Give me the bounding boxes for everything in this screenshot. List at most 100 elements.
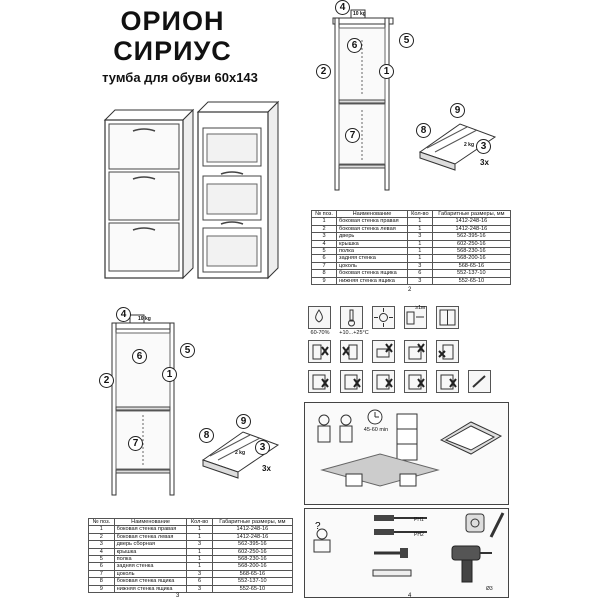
no-chemicals-icon (372, 370, 395, 393)
cell-pos: 2 (88, 532, 115, 542)
no-lean-icon (340, 340, 363, 363)
cell-name: боковая стенка левая (336, 224, 409, 234)
callout-2: 2 (316, 64, 331, 79)
no-heat-icon (340, 370, 363, 393)
cell-qty: 1 (186, 525, 213, 534)
col-qty-b: Кол-во (186, 517, 213, 527)
no-climb-icon (308, 340, 331, 363)
cell-dims: 568-65-16 (211, 569, 294, 579)
cell-name: дверь сборная (113, 540, 188, 549)
cell-dims: 552-65-10 (431, 276, 512, 286)
cell-name: цоколь (113, 569, 188, 579)
assembly-time-label: 45-60 min (363, 427, 389, 433)
callout-7-b: 7 (128, 436, 143, 451)
col-name-b: Наименование (113, 517, 188, 527)
cell-dims: 552-137-10 (431, 269, 512, 278)
page-number-4: 4 (408, 593, 412, 599)
humidity-label: 60-70% (310, 330, 330, 336)
level-icon (372, 569, 412, 577)
col-qty: Кол-во (407, 209, 433, 219)
callout-5: 5 (399, 33, 414, 48)
no-water-icon (308, 370, 331, 393)
cell-qty: 6 (186, 577, 213, 586)
callout-5-b: 5 (180, 343, 195, 358)
assembled-cabinet-icon (396, 413, 418, 461)
cell-dims: 562-395-16 (211, 540, 294, 549)
cell-name: боковая стенка ящика (113, 577, 188, 586)
cell-qty: 3 (407, 276, 433, 286)
cell-dims: 1412-248-16 (431, 224, 512, 234)
parts-table-a: № поз. Наименование Кол-во Габаритные ра… (310, 209, 512, 286)
cell-dims: 1412-248-16 (211, 525, 294, 534)
clock-icon (367, 409, 383, 425)
cell-name: боковая стенка правая (113, 525, 188, 534)
drawer-weight-label-b: 2 kg (235, 450, 246, 456)
cell-qty: 1 (407, 247, 433, 256)
cell-pos: 7 (88, 569, 115, 579)
col-dims: Габаритные размеры, мм (431, 209, 512, 219)
cell-pos: 5 (88, 555, 115, 564)
callout-9-b: 9 (236, 414, 251, 429)
cell-pos: 8 (310, 269, 338, 278)
cell-pos: 4 (310, 239, 338, 249)
cell-dims: 1412-248-16 (431, 217, 512, 226)
ph1-label: PH1 (414, 517, 424, 523)
cell-dims: 602-250-16 (211, 547, 294, 557)
distance-label: ≥1м (415, 305, 425, 311)
callout-2-b: 2 (99, 373, 114, 388)
cell-qty: 1 (407, 239, 433, 249)
page-number-2: 2 (408, 287, 412, 293)
multiplier-3x: 3x (480, 158, 489, 167)
sun-icon (372, 306, 395, 329)
temperature-icon (340, 306, 363, 329)
weight-label-b: 10 kg (138, 316, 151, 322)
col-pos: № поз. (310, 209, 338, 219)
no-sun-icon (436, 370, 459, 393)
screwdriver-ph2-icon (374, 529, 427, 535)
wall-mount-icon (436, 306, 459, 329)
cell-name: боковая стенка ящика (336, 269, 409, 278)
cell-name: нижняя стенка ящика (113, 584, 188, 594)
pencil-icon (489, 512, 505, 538)
cell-name: боковая стенка правая (336, 217, 409, 226)
cell-name: задняя стенка (336, 254, 409, 263)
multiplier-3x-b: 3x (262, 464, 271, 473)
callout-3-b: 3 (255, 440, 270, 455)
callout-3: 3 (476, 139, 491, 154)
cell-name: крышка (336, 239, 409, 249)
cell-dims: 1412-248-16 (211, 532, 294, 542)
cell-pos: 7 (310, 261, 338, 271)
col-pos-b: № поз. (88, 517, 115, 527)
cell-dims: 562-395-16 (431, 232, 512, 241)
callout-6: 6 (347, 38, 362, 53)
cell-pos: 1 (310, 217, 338, 226)
cabinet-front-view (103, 108, 195, 280)
read-instructions-icon: ? (313, 521, 331, 553)
two-workers-icon (317, 414, 353, 443)
callout-8: 8 (416, 123, 431, 138)
callout-9: 9 (450, 103, 465, 118)
cell-name: цоколь (336, 261, 409, 271)
cell-name: дверь (336, 232, 409, 241)
cabinet-open-view (196, 100, 280, 280)
cell-name: крышка (113, 547, 188, 557)
cell-qty: 1 (407, 254, 433, 263)
cell-qty: 1 (186, 562, 213, 571)
cell-pos: 6 (88, 562, 115, 571)
callout-6-b: 6 (132, 349, 147, 364)
cell-dims: 568-200-16 (431, 254, 512, 263)
weight-label: 10 kg (353, 11, 366, 17)
cell-qty: 3 (186, 569, 213, 579)
page-number-3: 3 (176, 593, 180, 599)
cell-pos: 3 (88, 540, 115, 549)
